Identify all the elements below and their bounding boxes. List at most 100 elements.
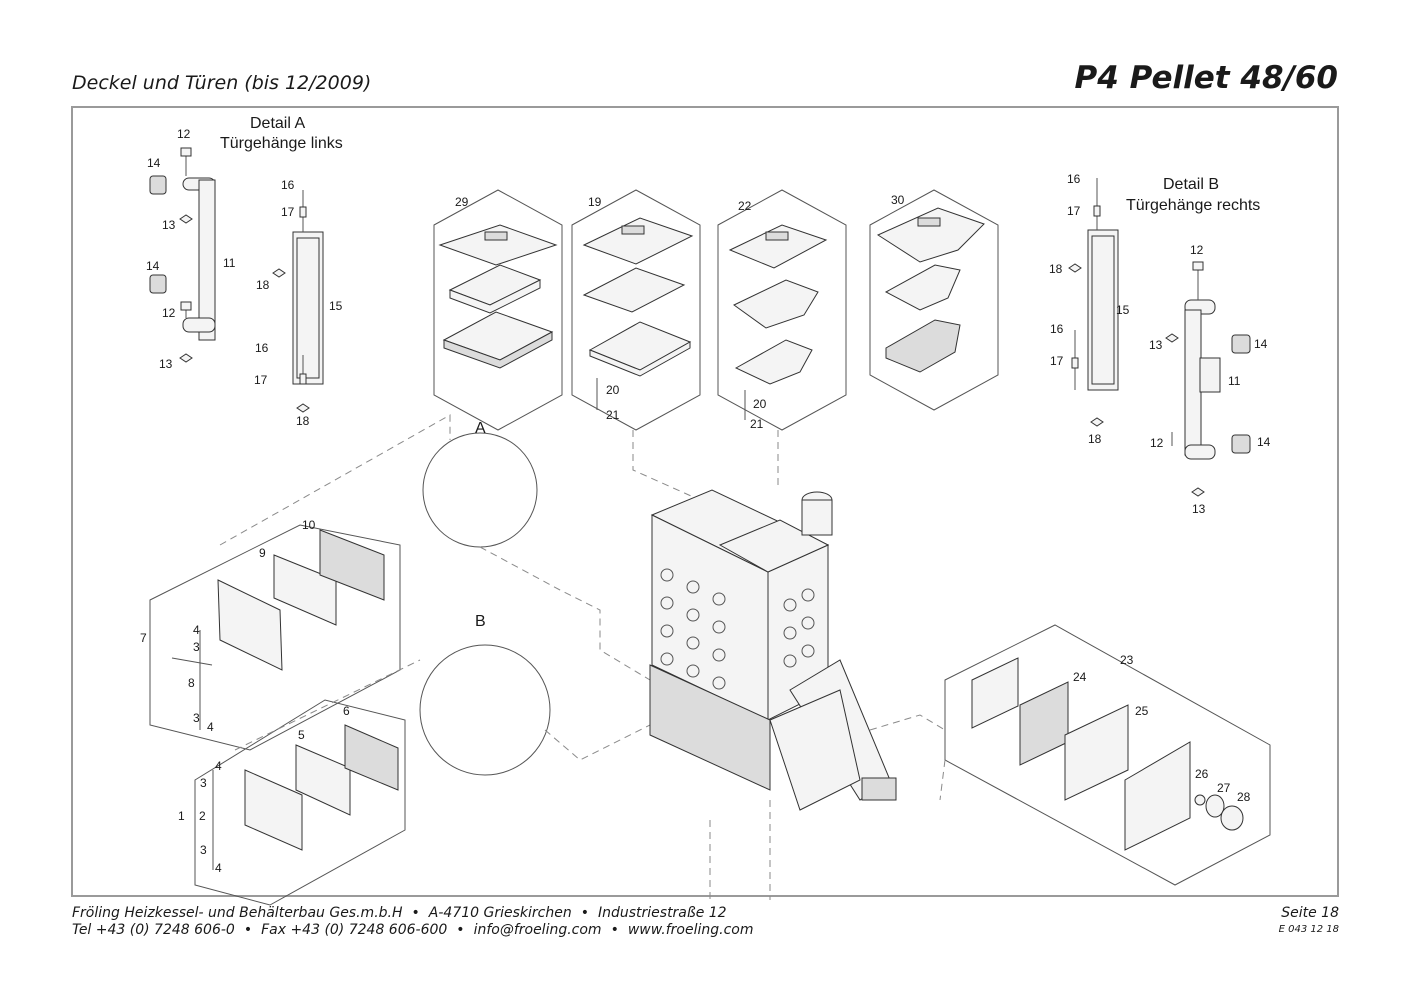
part-label: 14 xyxy=(146,259,160,273)
connection-lines xyxy=(219,414,946,900)
company-phone: Tel +43 (0) 7248 606-0 xyxy=(72,922,235,938)
part-label: 11 xyxy=(223,256,236,270)
part-label: 10 xyxy=(302,518,316,532)
part-label: 1 xyxy=(178,809,185,823)
part-label: 4 xyxy=(215,861,222,875)
part-label: 16 xyxy=(1067,172,1081,186)
page-number: Seite 18 xyxy=(1281,905,1339,921)
part-label: 27 xyxy=(1217,781,1231,795)
part-label: 12 xyxy=(162,306,176,320)
part-label: 4 xyxy=(193,623,200,637)
part-label: 20 xyxy=(753,397,767,411)
part-label: 28 xyxy=(1237,790,1251,804)
part-label: 15 xyxy=(1116,303,1130,317)
part-label: 16 xyxy=(255,341,269,355)
part-label: 22 xyxy=(738,199,752,213)
group-box-30 xyxy=(869,189,999,411)
section-title: Deckel und Türen (bis 12/2009) xyxy=(72,72,372,94)
part-label: 14 xyxy=(147,156,161,170)
group-box-19 xyxy=(571,189,701,431)
part-label: 8 xyxy=(188,676,195,690)
company-fax: Fax +43 (0) 7248 606-600 xyxy=(261,922,448,938)
part-label: 17 xyxy=(254,373,268,387)
part-label: 30 xyxy=(891,193,905,207)
part-label: 12 xyxy=(1150,436,1164,450)
part-label: 17 xyxy=(1067,204,1081,218)
part-label: 14 xyxy=(1254,337,1268,351)
detail-a-title: Detail A xyxy=(250,115,305,132)
zoom-circle-a xyxy=(422,432,538,548)
part-label: 16 xyxy=(1050,322,1064,336)
part-label: 29 xyxy=(455,195,469,209)
detail-b-title: Detail B xyxy=(1163,176,1219,193)
part-label: 5 xyxy=(298,728,305,742)
document-number: E 043 12 18 xyxy=(1278,924,1339,935)
part-label: 17 xyxy=(281,205,295,219)
zoom-circle-b xyxy=(419,644,551,776)
part-label: 2 xyxy=(199,809,206,823)
part-label: 14 xyxy=(1257,435,1271,449)
door-assembly-lower xyxy=(212,724,399,870)
part-label: 3 xyxy=(193,640,200,654)
detail-titles: Detail A Türgehänge links Detail B Türge… xyxy=(220,115,1260,630)
group-box-29 xyxy=(433,189,563,431)
part-label: 16 xyxy=(281,178,295,192)
footer-contact: Fröling Heizkessel- und Behälterbau Ges.… xyxy=(72,905,754,939)
boiler-body xyxy=(649,489,897,811)
drawing-frame xyxy=(71,106,1339,897)
zoom-label-a: A xyxy=(475,420,486,437)
part-label: 23 xyxy=(1120,653,1134,667)
part-label: 7 xyxy=(140,631,147,645)
part-label: 26 xyxy=(1195,767,1209,781)
footer-line-2: Tel +43 (0) 7248 606-0•Fax +43 (0) 7248 … xyxy=(72,922,754,938)
part-label: 24 xyxy=(1073,670,1087,684)
part-label: 18 xyxy=(1049,262,1063,276)
part-label: 13 xyxy=(162,218,176,232)
part-label: 18 xyxy=(296,414,310,428)
part-label: 3 xyxy=(200,776,207,790)
cover-stack-30 xyxy=(876,207,985,373)
part-label: 13 xyxy=(159,357,173,371)
cover-stack-19 xyxy=(582,217,694,410)
part-label: 20 xyxy=(606,383,620,397)
part-label: 13 xyxy=(1149,338,1163,352)
part-label: 13 xyxy=(1192,502,1206,516)
part-label: 4 xyxy=(215,759,222,773)
part-label: 12 xyxy=(1190,243,1204,257)
detail-a-hinge-left xyxy=(149,147,324,413)
part-label: 3 xyxy=(200,843,207,857)
part-label: 21 xyxy=(606,408,620,422)
part-label: 18 xyxy=(1088,432,1102,446)
part-label: 4 xyxy=(207,720,214,734)
part-label: 9 xyxy=(259,546,266,560)
group-box-22 xyxy=(717,189,847,431)
detail-b-hinge-right xyxy=(1068,178,1251,497)
zoom-label-b: B xyxy=(475,613,486,630)
part-label: 12 xyxy=(177,127,191,141)
part-number-labels: 12 14 13 11 14 12 13 16 17 18 15 16 17 1… xyxy=(140,127,1271,875)
part-label: 11 xyxy=(1228,374,1241,388)
company-email: info@froeling.com xyxy=(473,922,602,938)
part-label: 18 xyxy=(256,278,270,292)
company-address: A-4710 Grieskirchen xyxy=(428,905,572,921)
company-name: Fröling Heizkessel- und Behälterbau Ges.… xyxy=(72,905,403,921)
company-website: www.froeling.com xyxy=(627,922,754,938)
cover-stack-22 xyxy=(728,224,828,420)
footer-line-1: Fröling Heizkessel- und Behälterbau Ges.… xyxy=(72,905,727,921)
company-street: Industriestraße 12 xyxy=(597,905,727,921)
detail-b-subtitle: Türgehänge rechts xyxy=(1126,197,1260,214)
detail-a-subtitle: Türgehänge links xyxy=(220,135,343,152)
group-box-1 xyxy=(194,699,406,906)
part-label: 15 xyxy=(329,299,343,313)
part-label: 21 xyxy=(750,417,764,431)
part-label: 17 xyxy=(1050,354,1064,368)
part-label: 19 xyxy=(588,195,602,209)
product-title: P4 Pellet 48/60 xyxy=(1074,60,1339,96)
part-label: 25 xyxy=(1135,704,1149,718)
part-label: 3 xyxy=(193,711,200,725)
side-plate-stack xyxy=(971,657,1244,851)
door-assembly-upper xyxy=(171,529,385,730)
part-label: 6 xyxy=(343,704,350,718)
cover-stack-29 xyxy=(438,224,558,369)
